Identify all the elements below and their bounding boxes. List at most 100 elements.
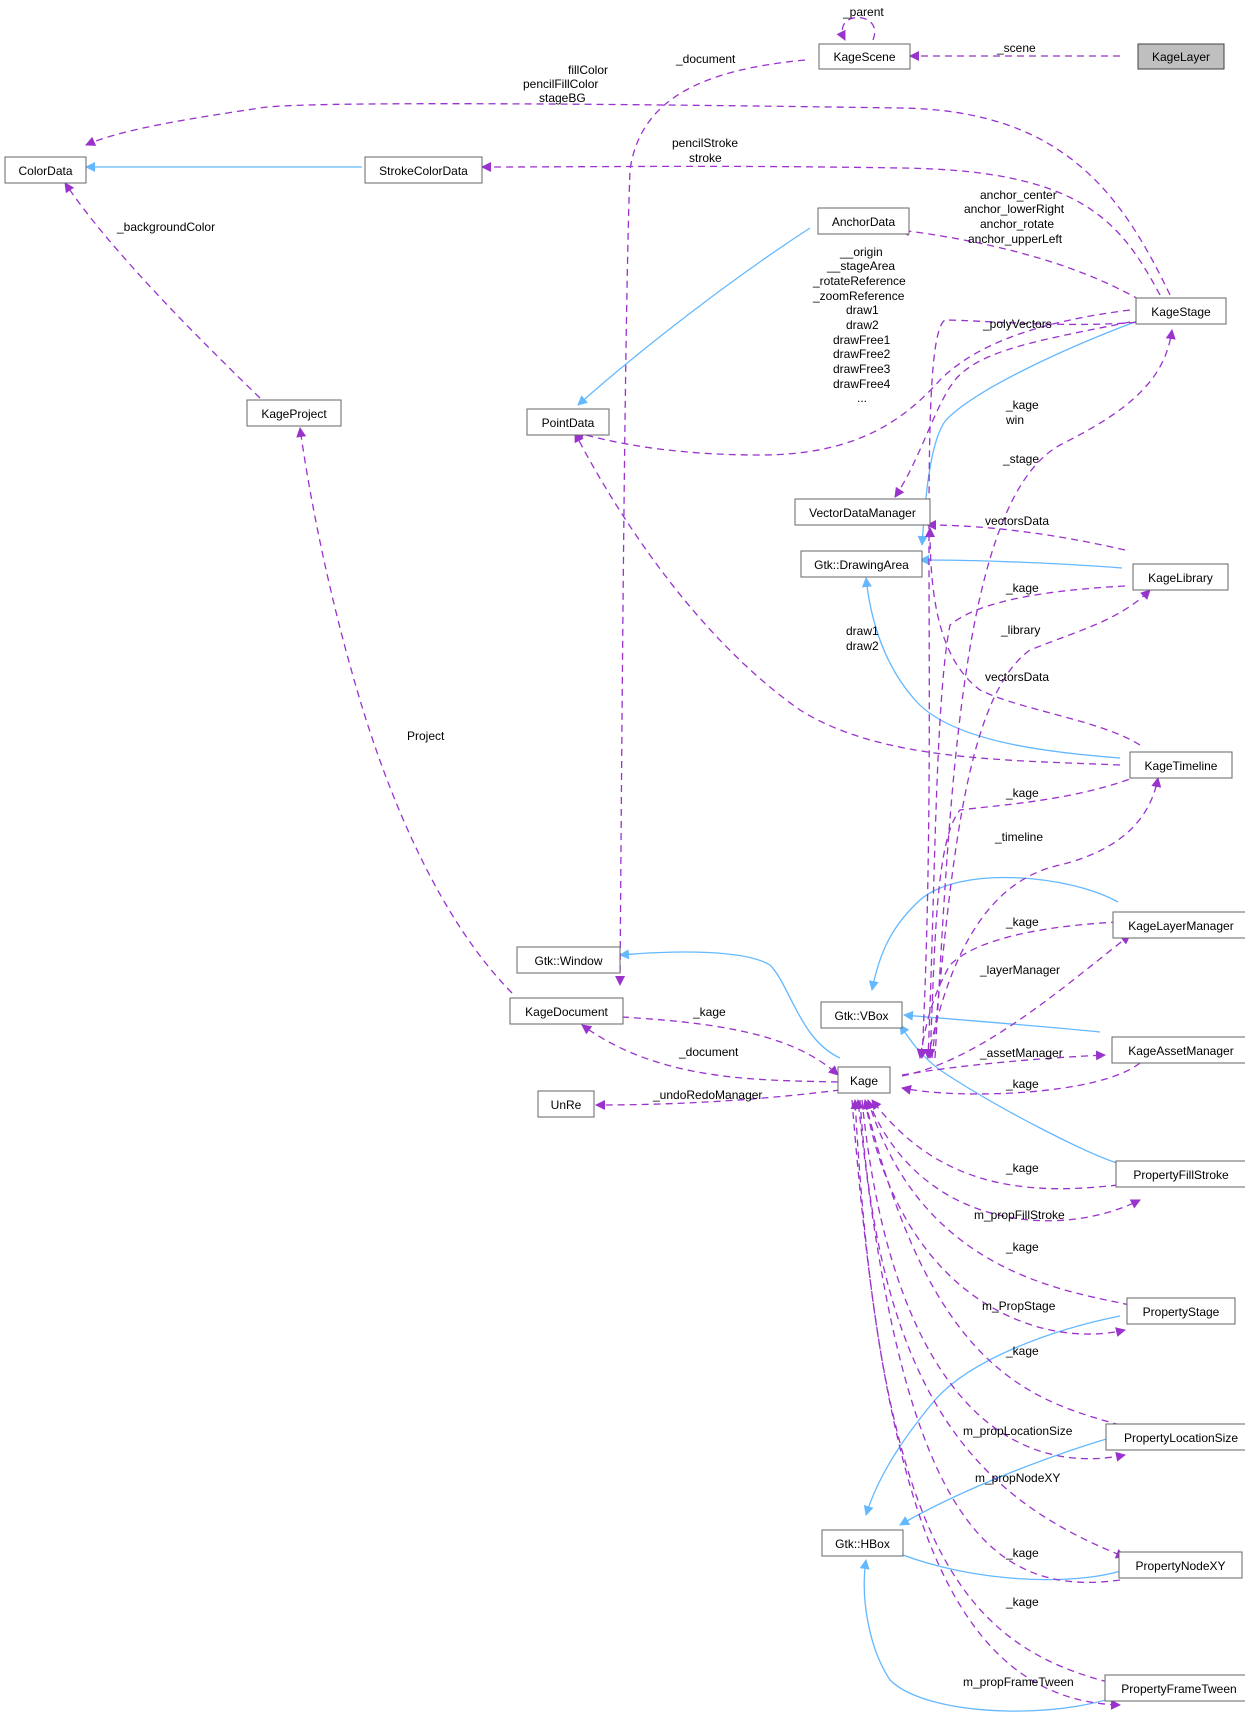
edge-kage-kageassetmanager — [901, 1050, 1106, 1076]
label-kage-win-1: win — [1005, 413, 1024, 427]
edge-kagelibrary-inherits-drawingarea — [919, 555, 1123, 569]
node-strokecolordata[interactable]: StrokeColorData — [364, 156, 483, 184]
label-anchor-3: anchor_upperLeft — [968, 232, 1063, 246]
edge-anchordata-inherits-pointdata — [577, 227, 811, 406]
svg-text:KageTimeline: KageTimeline — [1145, 759, 1218, 773]
edge-kagestage-strokecolordata — [481, 161, 1161, 296]
node-kageassetmanager[interactable]: KageAssetManager — [1111, 1036, 1245, 1064]
label-vectors-data-timeline: vectorsData — [985, 670, 1049, 684]
node-kagescene[interactable]: KageScene — [818, 43, 911, 70]
svg-text:KageDocument: KageDocument — [525, 1005, 608, 1019]
edge-kage-inherits-window — [619, 949, 841, 1059]
edge-propertyfillstroke-inherits-vbox — [899, 1024, 1121, 1165]
node-hbox[interactable]: Gtk::HBox — [821, 1529, 904, 1557]
edge-kagestage-kage — [917, 319, 1161, 1059]
label-point-1: __stageArea — [826, 259, 895, 273]
label-document: _document — [678, 1045, 739, 1059]
label-point-8: drawFree3 — [833, 362, 891, 376]
label-stroke-0: pencilStroke — [672, 136, 738, 150]
label-scene: _scene — [996, 41, 1036, 55]
edge-kage-propertyframetween — [851, 1099, 1121, 1710]
node-kagelibrary[interactable]: KageLibrary — [1132, 563, 1229, 591]
node-drawingarea[interactable]: Gtk::DrawingArea — [800, 550, 923, 578]
label-kage-node-xy: _kage — [1005, 1546, 1039, 1560]
label-point-10: ... — [857, 391, 867, 405]
svg-text:UnRe: UnRe — [551, 1098, 582, 1112]
label-poly-vectors: _polyVectors — [982, 317, 1052, 331]
edge-kage-propertyfillstroke — [867, 1099, 1141, 1222]
node-propertylocationsize[interactable]: PropertyLocationSize — [1105, 1423, 1245, 1451]
svg-text:KageProject: KageProject — [261, 407, 327, 421]
node-anchordata[interactable]: AnchorData — [817, 207, 910, 235]
label-kage-location-size: _kage — [1005, 1344, 1039, 1358]
edge-kagedocument-kage — [621, 1016, 839, 1076]
svg-text:Gtk::Window: Gtk::Window — [534, 954, 602, 968]
edge-propertyframetween-kage — [850, 1099, 1121, 1686]
edge-kagetimeline-pointdata — [574, 432, 1121, 766]
node-propertyframetween[interactable]: PropertyFrameTween — [1104, 1674, 1245, 1702]
edge-kage-propertynodexy — [859, 1099, 1126, 1559]
svg-text:Gtk::VBox: Gtk::VBox — [834, 1009, 888, 1023]
label-kage-layer-manager: _kage — [1005, 915, 1039, 929]
label-prop-stage: m_PropStage — [982, 1299, 1056, 1313]
svg-text:PointData: PointData — [542, 416, 595, 430]
label-parent: _parent — [842, 5, 884, 19]
edge-kagestage-pointdata — [574, 309, 1131, 456]
node-kagelayer[interactable]: KageLayer — [1137, 43, 1225, 70]
label-kage-asset-manager: _kage — [1005, 1077, 1039, 1091]
edge-kage-kagelibrary — [931, 589, 1151, 1059]
svg-text:KageScene: KageScene — [833, 50, 895, 64]
edge-kagescene-parent — [836, 17, 876, 41]
svg-text:KageLayerManager: KageLayerManager — [1128, 919, 1233, 933]
edge-kagetimeline-inherits-drawingarea — [861, 577, 1121, 759]
edge-kagestage-colordata — [85, 103, 1171, 296]
label-anchor-2: anchor_rotate — [980, 217, 1054, 231]
edge-kagescene-document — [615, 59, 806, 986]
node-propertyfillstroke[interactable]: PropertyFillStroke — [1115, 1160, 1245, 1188]
node-propertynodexy[interactable]: PropertyNodeXY — [1118, 1551, 1243, 1579]
label-point-7: drawFree2 — [833, 347, 891, 361]
label-point-6: drawFree1 — [833, 333, 891, 347]
node-kage[interactable]: Kage — [837, 1066, 891, 1094]
label-kage-fill-stroke: _kage — [1005, 1161, 1039, 1175]
label-point-3: _zoomReference — [812, 289, 905, 303]
node-vectordatamanager[interactable]: VectorDataManager — [794, 498, 931, 526]
svg-text:PropertyStage: PropertyStage — [1143, 1305, 1220, 1319]
label-kage-timeline: _kage — [1005, 786, 1039, 800]
node-kagelayermanager[interactable]: KageLayerManager — [1112, 911, 1245, 939]
node-pointdata[interactable]: PointData — [526, 408, 610, 436]
node-unre[interactable]: UnRe — [537, 1090, 595, 1118]
label-kage-document: _kage — [692, 1005, 726, 1019]
label-timeline-draw-0: draw1 — [846, 624, 879, 638]
svg-text:AnchorData: AnchorData — [832, 215, 896, 229]
svg-text:KageLibrary: KageLibrary — [1148, 571, 1213, 585]
edge-kage-propertylocationsize — [861, 1099, 1126, 1462]
svg-text:PropertyFillStroke: PropertyFillStroke — [1133, 1168, 1229, 1182]
svg-text:KageAssetManager: KageAssetManager — [1128, 1044, 1233, 1058]
node-kagedocument[interactable]: KageDocument — [509, 997, 624, 1025]
label-point-9: drawFree4 — [833, 377, 891, 391]
label-point-4: draw1 — [846, 303, 879, 317]
node-vbox[interactable]: Gtk::VBox — [820, 1001, 903, 1029]
edge-kagelayermanager-inherits-vbox — [868, 876, 1119, 991]
edge-kagelibrary-vectordatamanager — [926, 520, 1126, 551]
label-prop-node-xy: m_propNodeXY — [975, 1471, 1060, 1485]
edge-kagelibrary-kage — [923, 585, 1126, 1059]
node-kagetimeline[interactable]: KageTimeline — [1129, 751, 1233, 779]
node-colordata[interactable]: ColorData — [4, 156, 87, 184]
label-prop-location-size: m_propLocationSize — [963, 1424, 1073, 1438]
label-kage-prop-stage: _kage — [1005, 1240, 1039, 1254]
svg-text:KageLayer: KageLayer — [1152, 50, 1210, 64]
label-asset-manager: _assetManager — [979, 1046, 1063, 1060]
svg-text:PropertyFrameTween: PropertyFrameTween — [1121, 1682, 1236, 1696]
node-kagestage[interactable]: KageStage — [1135, 297, 1227, 325]
svg-text:Kage: Kage — [850, 1074, 878, 1088]
edge-kage-unre — [595, 1089, 841, 1110]
label-project: Project — [407, 729, 445, 743]
node-propertystage[interactable]: PropertyStage — [1126, 1297, 1236, 1325]
node-kageproject[interactable]: KageProject — [246, 399, 342, 427]
node-window[interactable]: Gtk::Window — [516, 946, 621, 974]
edge-kagetimeline-vectordatamanager — [925, 527, 1141, 746]
label-kage-win-0: _kage — [1005, 398, 1039, 412]
